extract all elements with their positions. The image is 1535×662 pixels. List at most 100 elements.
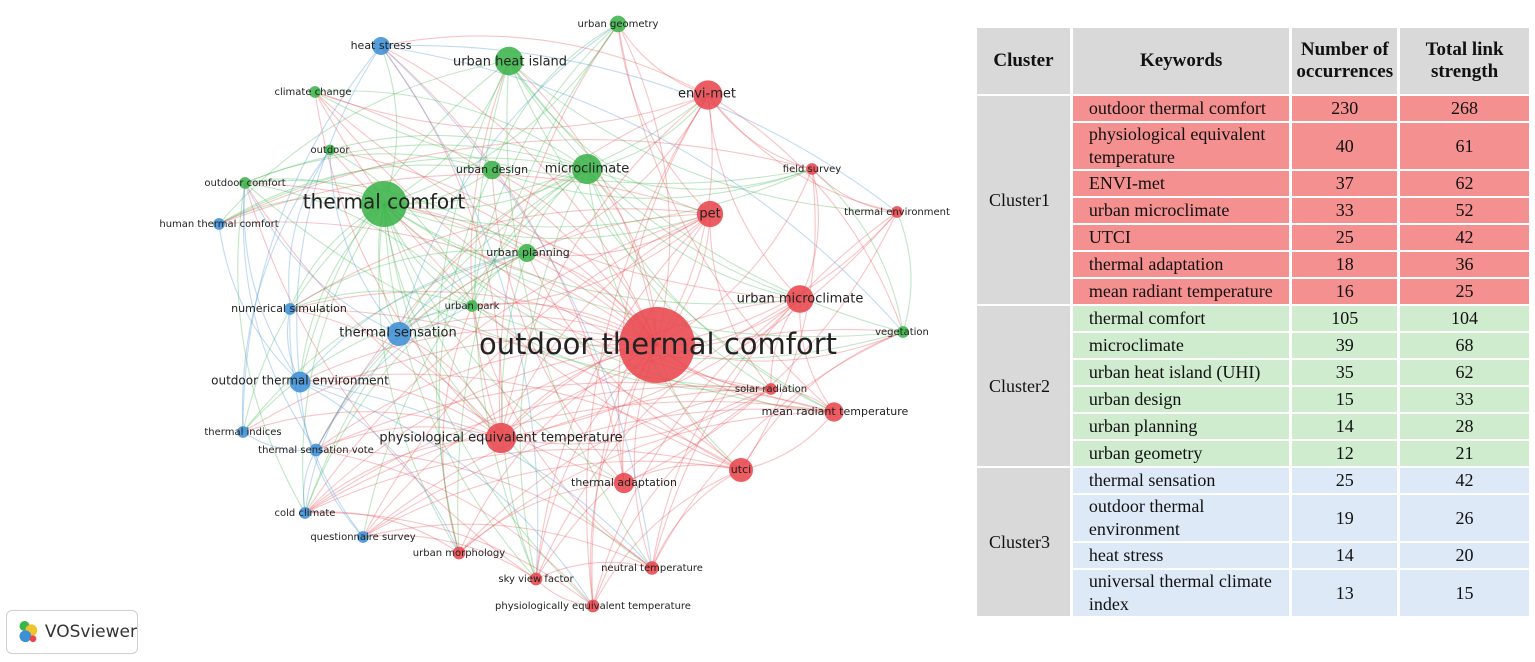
network-link [398, 333, 502, 439]
link-strength-cell: 36 [1400, 252, 1529, 277]
node-ud[interactable] [482, 160, 502, 180]
network-link [244, 182, 473, 307]
network-link [435, 60, 510, 554]
node-otc[interactable] [619, 307, 695, 383]
node-label-otc: outdoor thermal comfort [479, 327, 837, 361]
network-link [586, 168, 835, 413]
network-link [243, 182, 301, 383]
network-link [500, 211, 898, 439]
node-tsv[interactable] [309, 443, 323, 457]
node-od[interactable] [324, 144, 336, 156]
network-link [651, 331, 904, 569]
network-link [314, 90, 588, 170]
node-svf[interactable] [529, 572, 543, 586]
node-up[interactable] [518, 244, 536, 262]
network-link [535, 213, 711, 580]
network-nodes [213, 15, 909, 613]
node-qs[interactable] [357, 531, 369, 543]
node-cold[interactable] [299, 507, 311, 519]
node-ta[interactable] [613, 472, 635, 494]
node-hs[interactable] [372, 37, 390, 55]
network-link [289, 308, 364, 538]
node-umo[interactable] [452, 546, 466, 560]
network-link [383, 203, 594, 607]
keyword-cell: outdoor thermal comfort [1072, 96, 1290, 121]
node-utci[interactable] [729, 458, 753, 482]
network-link [383, 203, 625, 484]
network-link [592, 469, 742, 607]
network-link [289, 290, 658, 346]
node-pet[interactable] [696, 200, 724, 228]
node-veg[interactable] [897, 326, 909, 338]
network-link [707, 94, 904, 333]
node-label-ote: outdoor thermal environment [211, 374, 389, 388]
node-nt[interactable] [645, 561, 659, 575]
network-link [740, 168, 816, 471]
node-te[interactable] [891, 206, 903, 218]
network-link [244, 182, 625, 484]
network-link [380, 45, 904, 333]
node-env[interactable] [693, 80, 723, 110]
node-ns[interactable] [284, 303, 296, 315]
node-fs[interactable] [806, 163, 818, 175]
occurrences-cell: 37 [1292, 171, 1398, 196]
node-mc[interactable] [572, 154, 602, 184]
network-link [586, 168, 813, 190]
occurrences-cell: 25 [1292, 468, 1398, 493]
node-upk[interactable] [466, 300, 478, 312]
network-link [740, 411, 835, 471]
node-label-veg: vegetation [875, 327, 929, 338]
node-ocf[interactable] [239, 177, 251, 189]
node-cc[interactable] [309, 86, 321, 98]
node-label-ug: urban geometry [578, 19, 659, 30]
occurrences-cell: 105 [1292, 306, 1398, 331]
network-link [617, 23, 671, 346]
network-link [491, 23, 619, 171]
network-link [304, 400, 835, 514]
node-mrt[interactable] [824, 402, 844, 422]
node-ug[interactable] [609, 15, 627, 33]
network-link [241, 149, 331, 433]
node-umc[interactable] [786, 285, 814, 313]
network-link [398, 252, 528, 335]
node-ti[interactable] [237, 426, 249, 438]
keyword-cell: microclimate [1072, 333, 1290, 358]
network-link [623, 464, 742, 484]
network-link [380, 45, 653, 569]
network-link [302, 203, 385, 514]
network-link [378, 203, 460, 554]
network-link [458, 388, 772, 554]
occurrences-cell: 14 [1292, 543, 1398, 568]
network-link [362, 344, 658, 538]
node-tc[interactable] [361, 181, 407, 227]
network-link [508, 60, 904, 333]
network-link [383, 203, 502, 439]
keyword-cell: outdoor thermal environment [1072, 495, 1290, 541]
occurrences-cell: 16 [1292, 279, 1398, 304]
vosviewer-brand-text: VOSviewer [44, 622, 137, 642]
node-htc[interactable] [213, 218, 225, 230]
node-ts[interactable] [387, 322, 411, 346]
header-keywords: Keywords [1072, 28, 1290, 94]
node-label-upk: urban park [445, 301, 500, 312]
network-link [617, 23, 835, 413]
network-link [526, 252, 742, 471]
network-link [242, 411, 502, 439]
node-ote[interactable] [289, 371, 311, 393]
network-link [617, 94, 709, 484]
node-uhi[interactable] [494, 46, 524, 76]
node-label-ts: thermal sensation [339, 326, 456, 341]
network-link [470, 60, 510, 439]
node-plet[interactable] [586, 599, 600, 613]
node-pht[interactable] [485, 422, 517, 454]
network-link [491, 168, 813, 199]
node-label-qs: questionnaire survey [310, 532, 415, 543]
node-sr[interactable] [765, 383, 777, 395]
